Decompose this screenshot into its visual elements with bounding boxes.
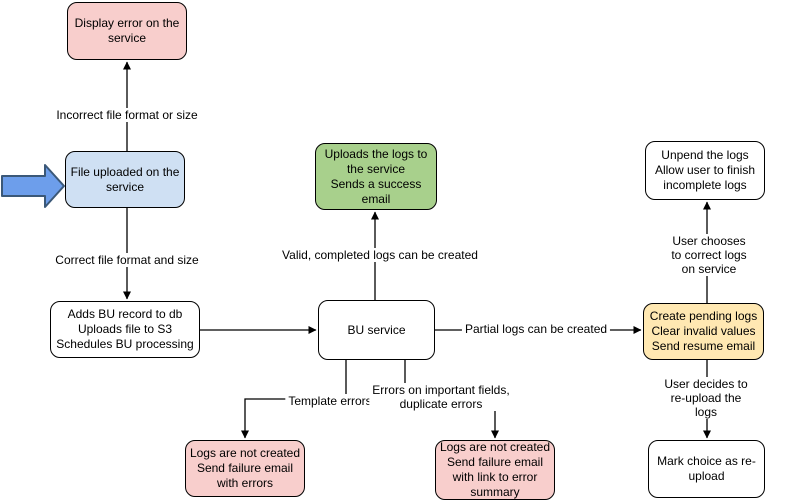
node-display-error: Display error on the service xyxy=(67,2,187,60)
edge-label-partial-logs: Partial logs can be created xyxy=(461,322,611,336)
node-fail-fields: Logs are not created Send failure email … xyxy=(435,440,555,500)
edge-label-incorrect-format: Incorrect file format or size xyxy=(53,108,201,122)
node-fail-template: Logs are not created Send failure email … xyxy=(185,440,305,497)
node-fail-fields-label: Logs are not created Send failure email … xyxy=(439,440,551,499)
node-uploads-logs: Uploads the logs to the service Sends a … xyxy=(315,143,437,210)
edge-label-template-errors: Template errors xyxy=(285,394,375,408)
node-create-pending: Create pending logs Clear invalid values… xyxy=(643,303,764,360)
edge-label-valid-logs: Valid, completed logs can be created xyxy=(279,248,481,262)
node-adds-bu-record-label: Adds BU record to db Uploads file to S3 … xyxy=(56,307,194,351)
node-mark-choice: Mark choice as re- upload xyxy=(648,440,765,498)
entry-arrow-icon xyxy=(1,164,65,208)
edge-label-correct-format: Correct file format and size xyxy=(52,253,202,267)
node-unpend-logs: Unpend the logs Allow user to finish inc… xyxy=(645,141,765,200)
node-fail-template-label: Logs are not created Send failure email … xyxy=(189,446,301,490)
node-uploads-logs-label: Uploads the logs to the service Sends a … xyxy=(324,146,428,206)
edge-label-field-errors: Errors on important fields, duplicate er… xyxy=(369,383,513,411)
node-file-uploaded-label: File uploaded on the service xyxy=(70,164,180,194)
node-mark-choice-label: Mark choice as re- upload xyxy=(657,454,756,483)
node-bu-service-label: BU service xyxy=(347,322,406,337)
edge-label-user-reuploads: User decides to re-upload the logs xyxy=(658,377,754,419)
node-file-uploaded: File uploaded on the service xyxy=(65,151,185,208)
node-adds-bu-record: Adds BU record to db Uploads file to S3 … xyxy=(50,301,200,358)
node-display-error-label: Display error on the service xyxy=(74,16,180,45)
node-bu-service: BU service xyxy=(318,300,435,360)
edge-label-user-corrects: User chooses to correct logs on service xyxy=(663,234,755,276)
node-unpend-logs-label: Unpend the logs Allow user to finish inc… xyxy=(654,148,756,192)
node-create-pending-label: Create pending logs Clear invalid values… xyxy=(649,309,758,353)
